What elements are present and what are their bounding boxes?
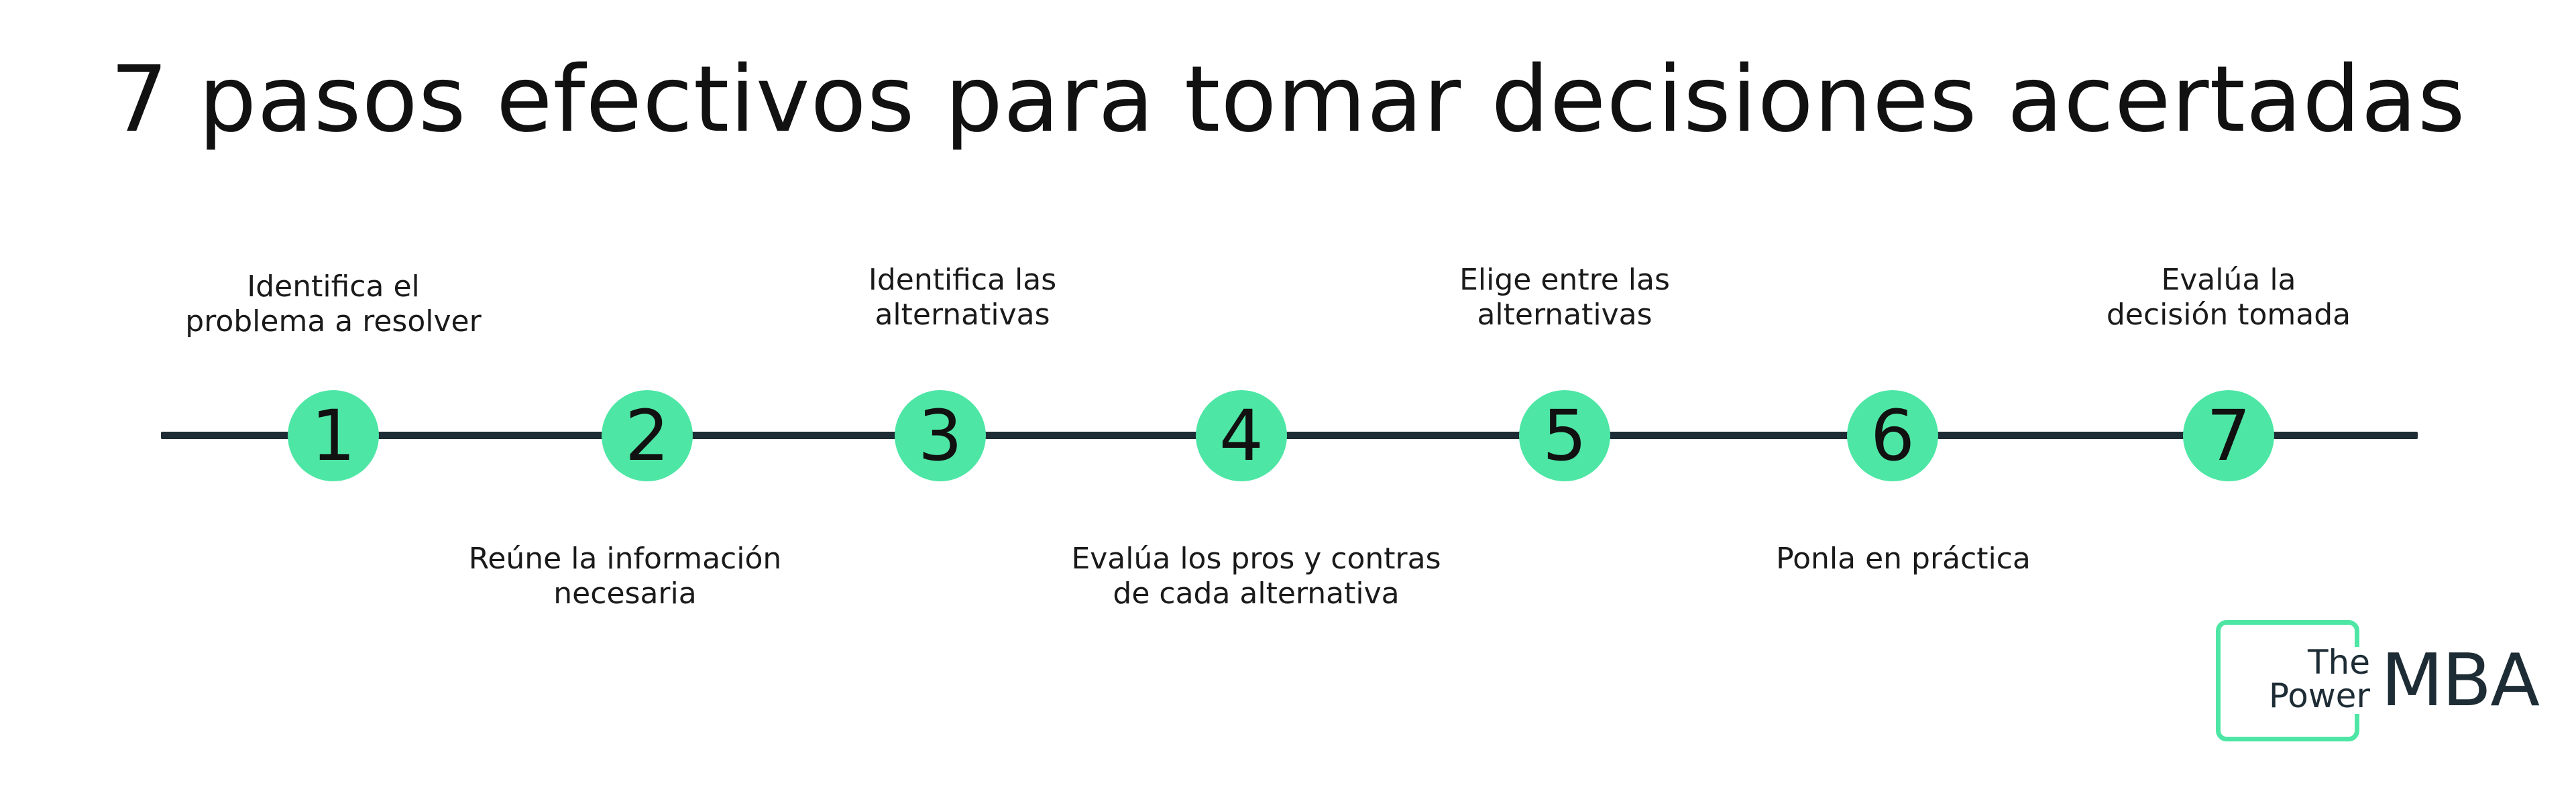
timeline-line xyxy=(161,432,2418,439)
step-label-5: Elige entre las alternativas xyxy=(1459,263,1670,332)
step-circle-1: 1 xyxy=(288,390,379,481)
step-label-3: Identifica las alternativas xyxy=(868,263,1057,332)
step-circle-2: 2 xyxy=(602,390,693,481)
step-circle-6: 6 xyxy=(1847,390,1938,481)
step-circle-4: 4 xyxy=(1196,390,1287,481)
logo-frame-gap xyxy=(2350,647,2377,714)
step-label-2: Reúne la información necesaria xyxy=(468,542,782,611)
logo-power-text: Power xyxy=(2268,676,2370,715)
step-label-7: Evalúa la decisión tomada xyxy=(2106,263,2351,332)
step-label-4: Evalúa los pros y contras de cada altern… xyxy=(1071,542,1441,611)
step-circle-3: 3 xyxy=(895,390,986,481)
step-circle-5: 5 xyxy=(1519,390,1610,481)
page-title: 7 pasos efectivos para tomar decisiones … xyxy=(110,47,2466,153)
logo-mba-text: MBA xyxy=(2381,639,2540,723)
logo: The Power MBA xyxy=(2216,620,2540,744)
logo-the-text: The xyxy=(2308,643,2370,682)
step-circle-7: 7 xyxy=(2183,390,2274,481)
step-label-6: Ponla en práctica xyxy=(1776,542,2031,576)
step-label-1: Identifica el problema a resolver xyxy=(185,269,482,339)
